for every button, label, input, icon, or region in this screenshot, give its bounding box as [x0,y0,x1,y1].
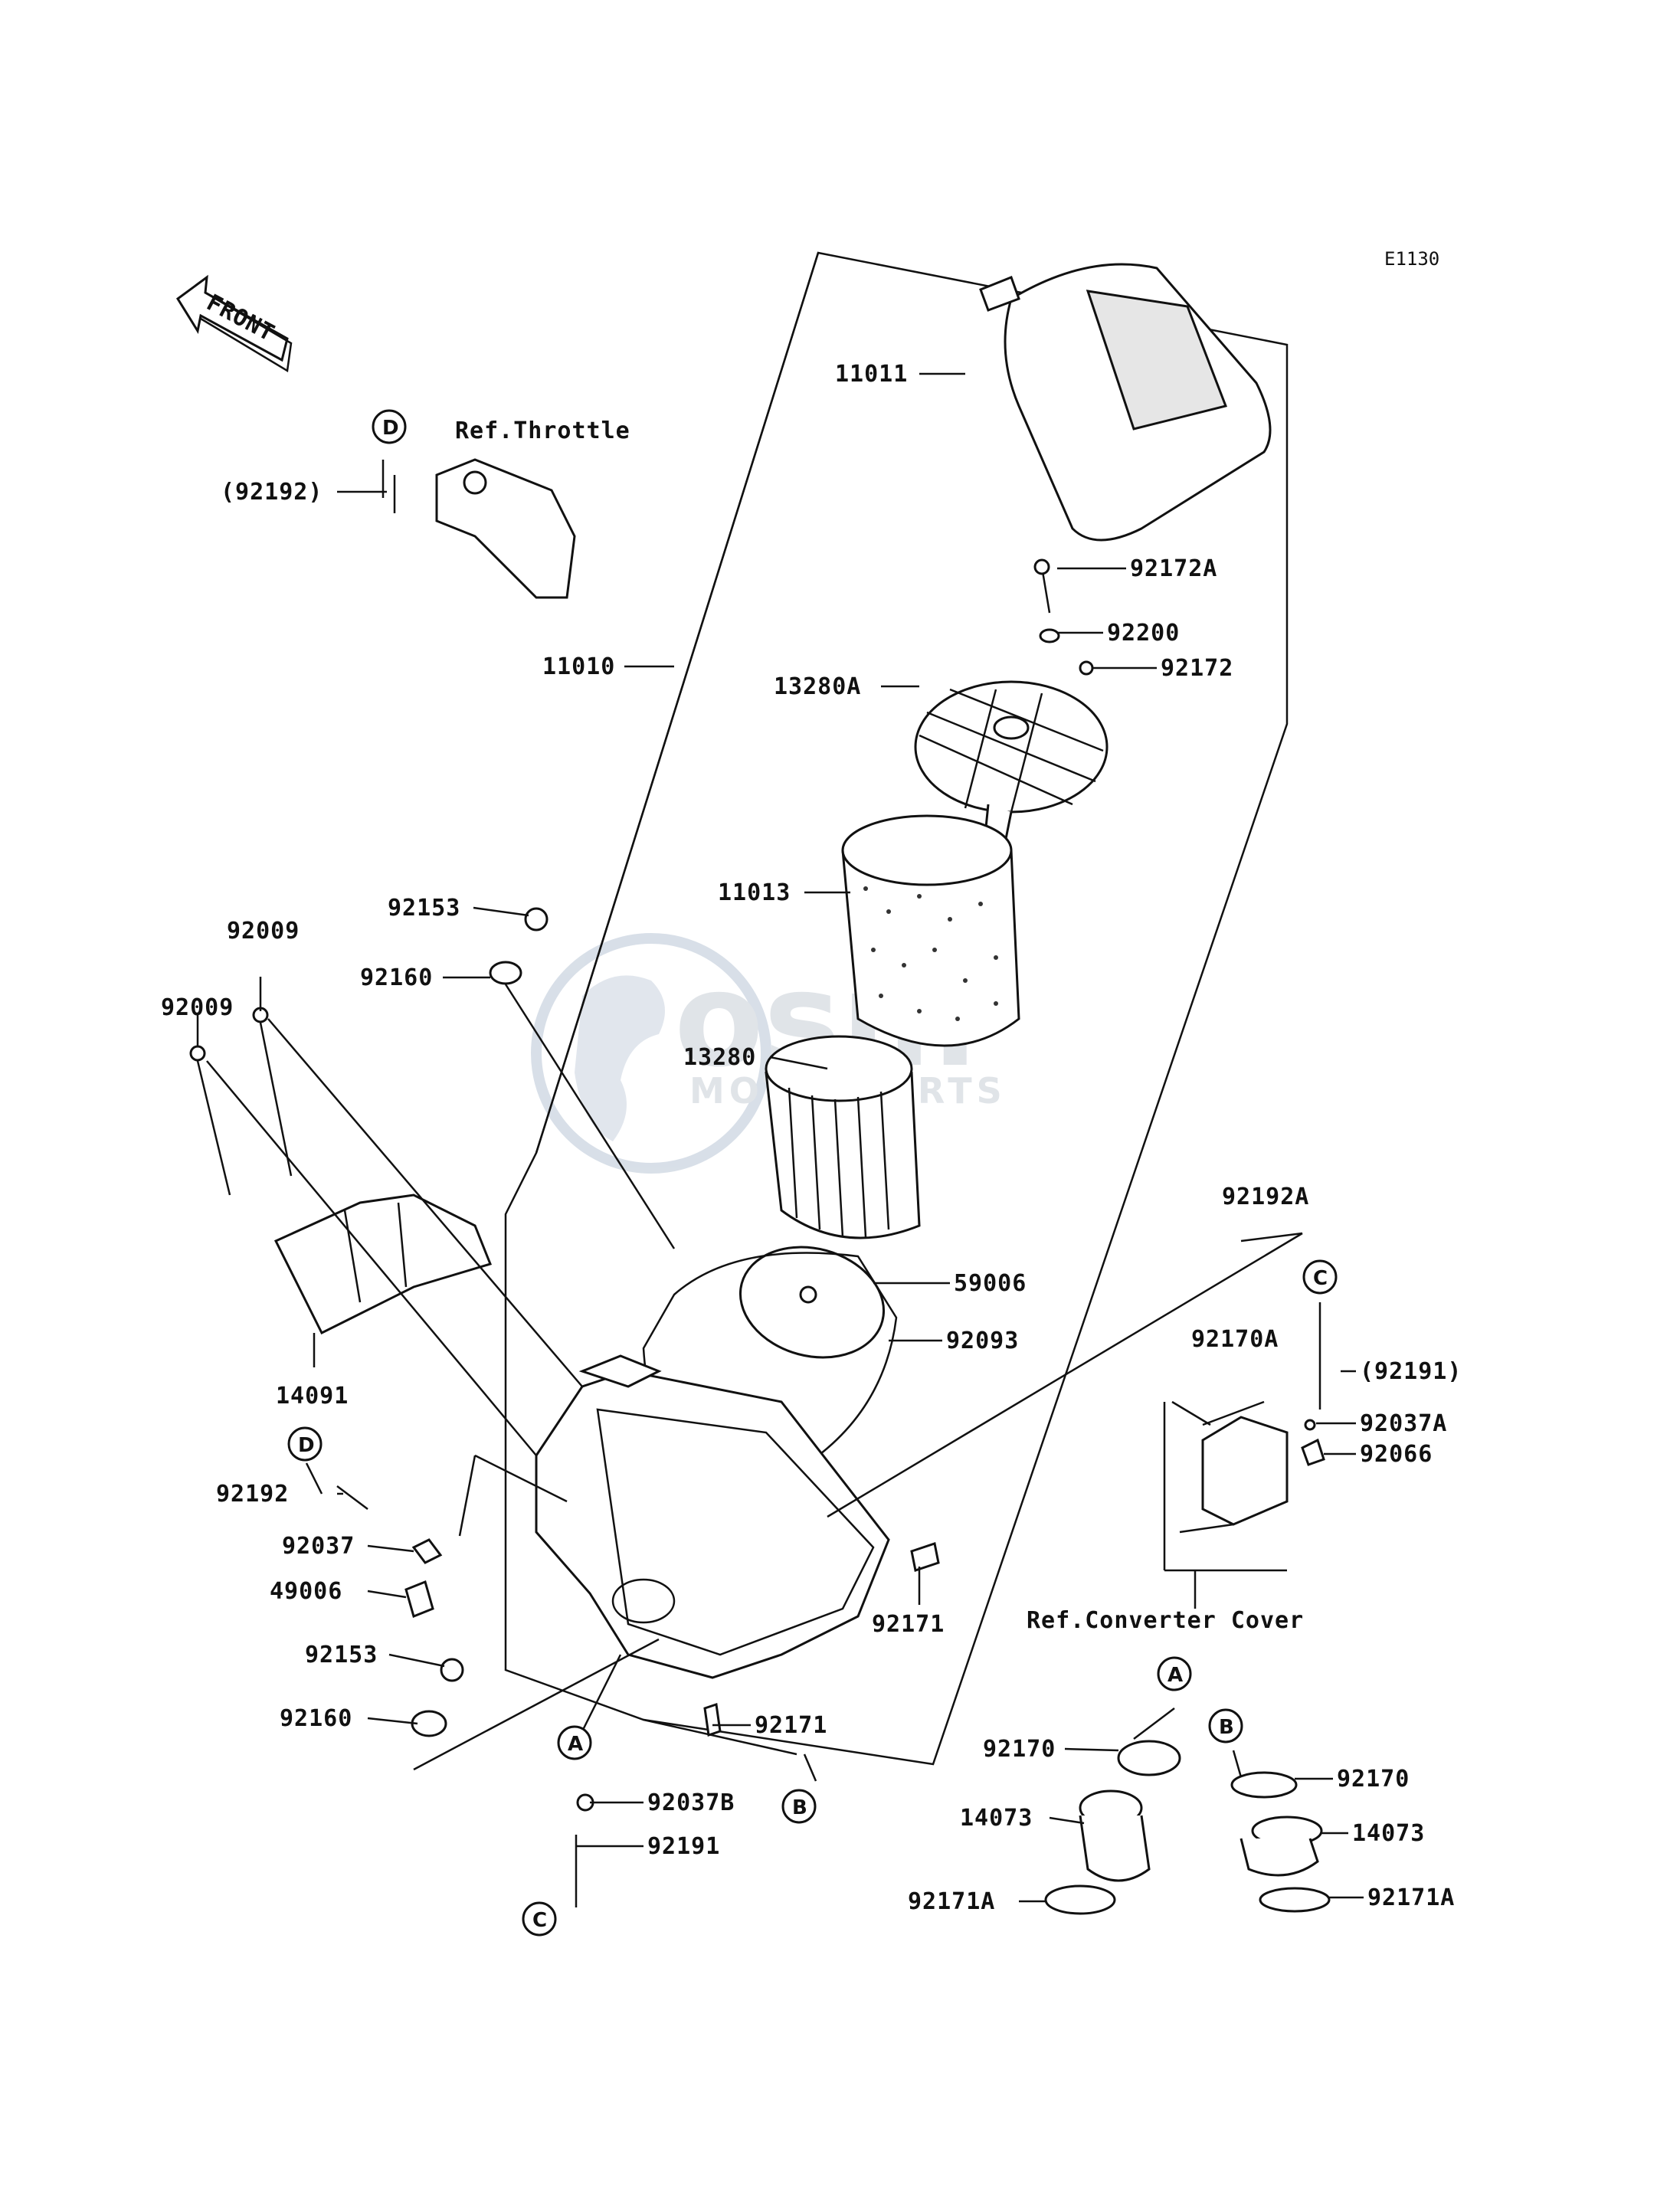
svg-text:D: D [298,1434,315,1457]
label-11013: 11013 [718,879,791,906]
circle-ref-A-right: A [1157,1656,1192,1691]
leader-lines [196,372,1364,1907]
label-14091: 14091 [276,1383,349,1410]
label-13280A: 13280A [774,673,861,700]
air-filter-element-11013 [841,814,1020,1047]
air-cleaner-cover [979,263,1272,542]
element-cage-13280 [765,1035,921,1239]
circle-ref-A-left: A [557,1725,592,1760]
screw-92172 [1079,660,1094,676]
svg-text:A: A [1167,1664,1183,1687]
grommet-92153-top [524,907,549,932]
label-92172A: 92172A [1130,555,1217,582]
plug-49006 [404,1580,434,1619]
diagram-code: E1130 [1384,248,1439,270]
label-14073-right: 14073 [1352,1820,1425,1847]
clamp-92171A-left [1044,1884,1116,1915]
svg-text:C: C [532,1909,547,1932]
label-92191: 92191 [647,1833,720,1860]
label-92160-top: 92160 [360,964,433,991]
clamp-92171-right [910,1542,940,1572]
label-92009-b: 92009 [161,994,234,1021]
hose-92192 [336,1485,368,1510]
label-92171-right: 92171 [872,1611,945,1638]
throttle-body-ref [393,458,576,599]
circle-ref-D-top: D [372,409,407,444]
label-92192-ref: (92192) [221,479,323,506]
label-92172: 92172 [1161,655,1233,682]
label-92171-bot: 92171 [755,1712,827,1739]
screw-92009-b [189,1045,206,1062]
clamp-92170-left [1117,1740,1181,1776]
label-92093: 92093 [946,1328,1019,1354]
label-92037B: 92037B [647,1789,735,1816]
label-92066: 92066 [1360,1441,1433,1468]
circle-ref-B-right: B [1208,1708,1243,1744]
cap-92171-bot [703,1703,722,1737]
clamp-92170-right [1230,1771,1298,1799]
label-92200: 92200 [1107,620,1180,647]
label-49006: 49006 [270,1578,342,1605]
label-92153-bot: 92153 [305,1642,378,1668]
svg-text:D: D [382,417,399,440]
label-92171A-left: 92171A [908,1888,995,1915]
label-59006: 59006 [954,1270,1027,1297]
ref-converter-cover-label: Ref.Converter Cover [1027,1607,1304,1634]
ref-throttle-label: Ref.Throttle [455,417,630,444]
svg-text:B: B [792,1796,807,1819]
circle-ref-C-bottom: C [522,1901,557,1937]
label-14073-left: 14073 [960,1805,1033,1832]
svg-text:B: B [1219,1716,1234,1739]
front-arrow-icon: FRONT [175,274,293,373]
hose-92192A-leader [827,1232,1303,1518]
label-92191-ref: (92191) [1360,1358,1462,1385]
circle-ref-D-bottom: D [287,1426,323,1462]
clamp-92037 [411,1538,443,1564]
label-92037A: 92037A [1360,1410,1447,1437]
circle-ref-B-left: B [781,1789,817,1824]
clamp-92037A [1304,1419,1316,1431]
label-92171A-right: 92171A [1367,1884,1455,1911]
plug-92066 [1301,1438,1325,1466]
converter-cover-ref [1171,1400,1289,1526]
label-92192: 92192 [216,1481,289,1508]
duct-cover-14091 [273,1193,493,1335]
grommet-92153-bot [440,1658,464,1682]
label-92037: 92037 [282,1533,355,1560]
damper-92160-top [489,961,522,985]
duct-14073-right [1240,1816,1323,1877]
svg-text:C: C [1313,1267,1328,1290]
globe-icon [531,933,771,1174]
bolt-92172A [1033,558,1051,614]
svg-text:A: A [568,1733,583,1756]
duct-14073-left [1079,1789,1151,1882]
label-92170A: 92170A [1191,1326,1279,1353]
label-92009-a: 92009 [227,918,300,945]
air-cleaner-case [535,1354,890,1679]
label-92192A: 92192A [1222,1184,1309,1210]
label-11011: 11011 [835,361,908,388]
plate-59006 [738,1246,886,1359]
label-92153-top: 92153 [388,895,460,922]
circle-ref-C-right: C [1302,1259,1338,1295]
label-92170-left: 92170 [983,1736,1056,1763]
label-13280: 13280 [683,1044,756,1071]
hose-92192A [1240,1232,1303,1243]
washer-92200 [1039,628,1060,643]
clamp-92171A-right [1259,1887,1331,1913]
label-92160-bot: 92160 [280,1705,352,1732]
globe-landmass-icon [575,975,665,1141]
label-11010: 11010 [542,653,615,680]
label-92170-right: 92170 [1337,1766,1410,1793]
